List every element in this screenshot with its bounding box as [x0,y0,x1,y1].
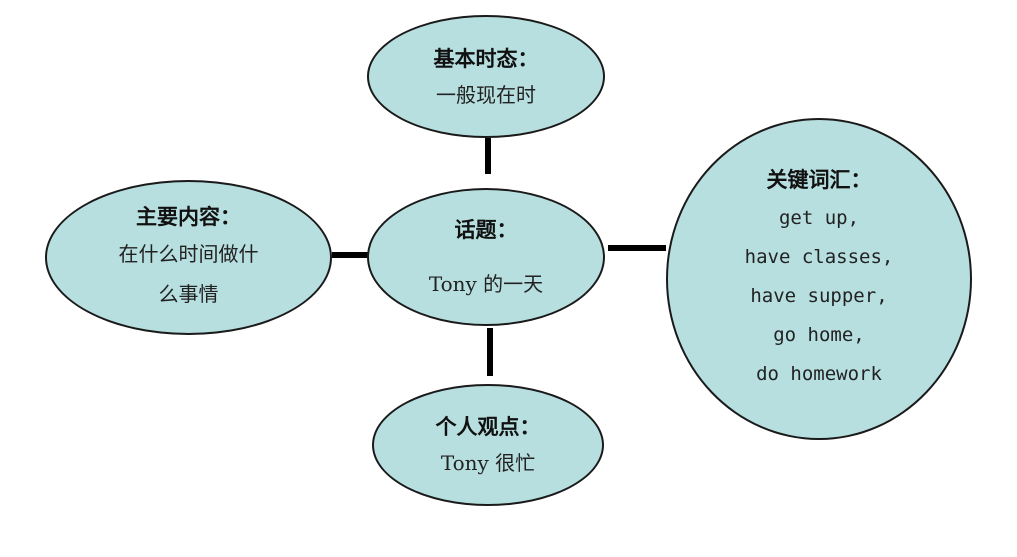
topic-bubble: 话题： Tony 的一天 [367,188,605,326]
vocab-bubble: 关键词汇： get up, have classes, have supper,… [666,118,972,440]
content-bubble: 主要内容： 在什么时间做什 么事情 [45,180,332,335]
vocab-item: go home, [773,323,865,346]
topic-text: Tony 的一天 [428,272,544,296]
topic-title: 话题： [454,218,518,242]
connector-bottom [487,328,493,376]
connector-top [485,138,491,174]
tense-text: 一般现在时 [436,82,536,107]
vocab-title: 关键词汇： [766,167,872,192]
opinion-bubble: 个人观点： Tony 很忙 [372,384,604,506]
content-line: 么事情 [158,281,219,306]
connector-left [332,252,368,258]
content-title: 主要内容： [136,204,241,229]
vocab-item: have classes, [744,245,894,268]
opinion-text: Tony 很忙 [440,451,536,475]
tense-title: 基本时态： [433,46,539,71]
vocab-item: do homework [756,362,882,385]
vocab-item: get up, [778,206,860,229]
opinion-title: 个人观点： [435,415,541,439]
content-line: 在什么时间做什 [118,241,259,266]
connector-right [608,245,666,251]
vocab-item: have supper, [750,284,888,307]
tense-bubble: 基本时态： 一般现在时 [367,15,605,138]
